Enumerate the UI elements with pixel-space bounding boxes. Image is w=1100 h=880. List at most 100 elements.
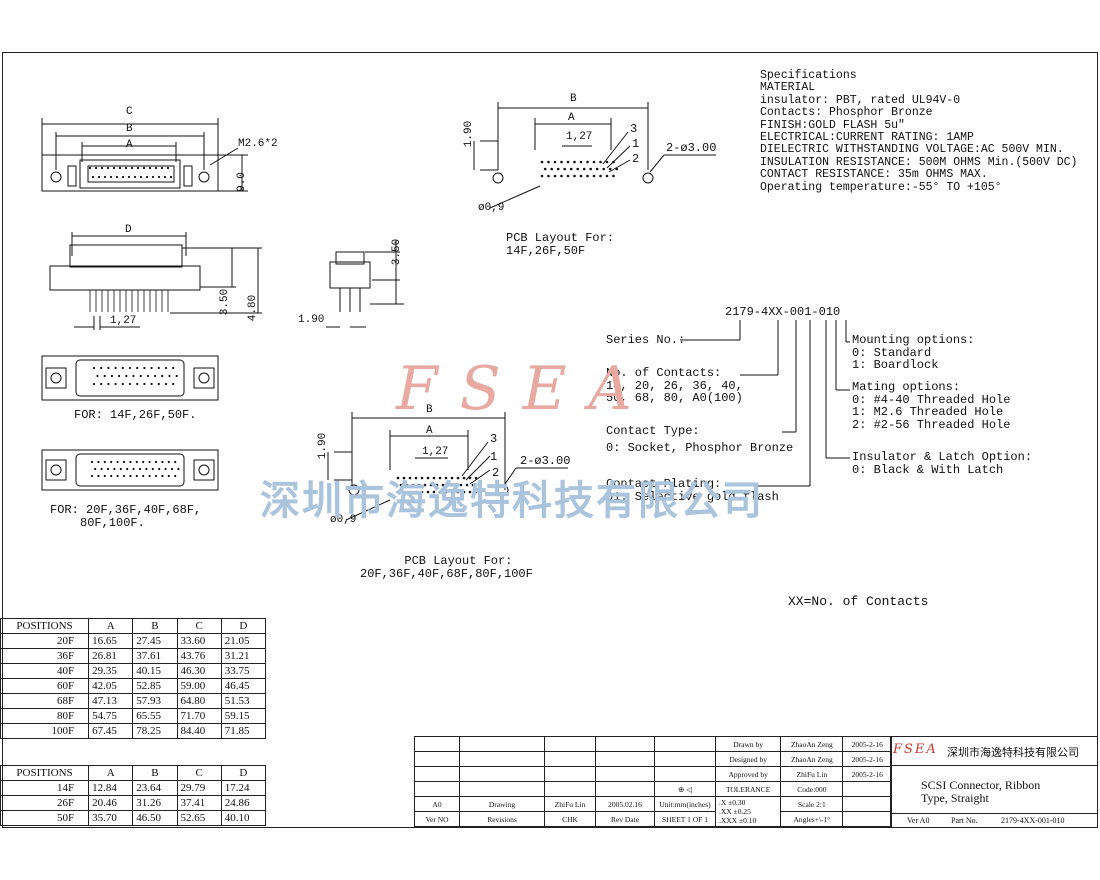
value-cell: 52.65 (176, 810, 222, 826)
dim-d: D (125, 224, 132, 236)
contact-pin (164, 382, 168, 386)
company-name: 深圳市海逸特科技有限公司 (947, 746, 1079, 759)
pcb1-n2: 2 (632, 152, 640, 166)
pcb-layout-bottom-label: PCB Layout For:20F,36F,40F,68F,80F,100F (360, 554, 533, 581)
value-cell: 29.35 (88, 663, 134, 679)
pcb-pin-hole (396, 476, 400, 480)
pcb-pin-hole (550, 167, 553, 171)
contact-pin (121, 382, 124, 386)
title-block-right: FSEA 深圳市海逸特科技有限公司 SCSI Connector, Ribbon… (890, 736, 1098, 828)
mount-hole-right (198, 171, 210, 183)
pcb-pin-hole (586, 160, 589, 164)
contact-pin (110, 460, 113, 464)
contact-pin (167, 460, 170, 464)
pcb-pin-hole (547, 174, 550, 178)
value-cell: 31.21 (220, 648, 267, 664)
drawn-label: Drawn by (714, 736, 782, 752)
value-cell: 37.41 (176, 795, 222, 811)
table-header: C (176, 618, 222, 634)
value-cell: 67.45 (88, 723, 134, 739)
pcb-pin-hole (560, 160, 563, 164)
value-cell: 33.60 (176, 633, 222, 649)
series-label: Series No.: (606, 333, 686, 347)
pcb-pin-hole (573, 160, 576, 164)
dim-350-end: 3.50 (391, 238, 404, 266)
contact-pin (157, 382, 160, 386)
contact-pin (122, 474, 126, 478)
pcb-pin-hole (477, 483, 481, 487)
contact-pin (133, 175, 137, 179)
value-cell: 29.79 (176, 780, 222, 796)
contact-pin (145, 175, 149, 179)
pcb-pin-hole (447, 483, 451, 487)
contact-pin (146, 374, 149, 378)
pcb2-hole: 2-ø3.00 (520, 454, 571, 468)
contact-pin (121, 366, 124, 370)
pcb-pin-hole (605, 160, 609, 164)
pcb-pin-hole (414, 490, 418, 494)
value-cell: 43.76 (176, 648, 222, 664)
pcb-pin-hole (599, 160, 602, 164)
pcb-pin-hole (459, 483, 463, 487)
dim-127-side: 1,27 (110, 315, 137, 327)
contact-pin (103, 374, 106, 378)
pcb1-n3: 3 (630, 122, 638, 136)
value-cell: 26.81 (88, 648, 134, 664)
contact-pin (154, 474, 158, 478)
contact-pin (94, 166, 98, 170)
pcb-pin-hole (612, 174, 615, 178)
value-cell: 57.93 (132, 693, 178, 709)
scale-label: Scale 2:1 (780, 796, 844, 812)
contact-pin (148, 460, 151, 464)
drawn-name: ZhaoAn Zeng (780, 736, 844, 752)
contact-pin (90, 460, 94, 464)
contact-pin (154, 374, 157, 378)
contact-pin (130, 166, 134, 170)
pcb-pin-hole (608, 167, 612, 171)
pcb-pin-hole (456, 490, 460, 494)
contact-pin (136, 166, 140, 170)
contact-pin (135, 474, 138, 478)
pcb-pin-hole (615, 167, 618, 171)
pcb-pin-hole (444, 476, 448, 480)
contact-pin (161, 474, 164, 478)
value-cell: 31.26 (132, 795, 178, 811)
value-cell: 46.30 (176, 663, 222, 679)
dim-m26: M2.6*2 (238, 138, 278, 150)
contact-pin (148, 166, 152, 170)
contact-pin (110, 474, 113, 478)
contact-pin (94, 467, 97, 471)
pcb-pin-hole (450, 490, 454, 494)
company-logo: FSEA (893, 742, 938, 757)
approved-label: Approved by (714, 766, 782, 782)
pcb-pin-hole (592, 174, 596, 178)
pcb-pin-hole (402, 476, 406, 480)
pcb-pin-hole (420, 490, 424, 494)
contact-pin (151, 175, 155, 179)
value-cell: 20.46 (88, 795, 134, 811)
value-cell: 37.61 (132, 648, 178, 664)
pcb-pin-hole (540, 160, 544, 164)
contact-pin (142, 166, 146, 170)
contact-pin (150, 366, 153, 370)
pcb-pin-hole (450, 476, 454, 480)
position-cell: 36F (0, 648, 90, 664)
contact-pin (106, 467, 110, 471)
table-header: A (88, 765, 134, 781)
dim-a: A (126, 139, 133, 151)
pcb2-dim-127: 1,27 (422, 446, 449, 458)
contact-pin (170, 467, 174, 471)
pcb2-dim-190: 1.90 (317, 432, 330, 460)
contact-pin (175, 374, 178, 378)
contact-pin (129, 460, 132, 464)
value-cell: 51.53 (220, 693, 267, 709)
revdate-label: Rev Date (595, 811, 655, 827)
contact-pin (114, 366, 117, 370)
designed-date: 2005-2-16 (842, 751, 892, 767)
contact-pin (103, 474, 106, 478)
spec-line: CONTACT RESISTANCE: 35m OHMS MAX. (760, 168, 988, 182)
